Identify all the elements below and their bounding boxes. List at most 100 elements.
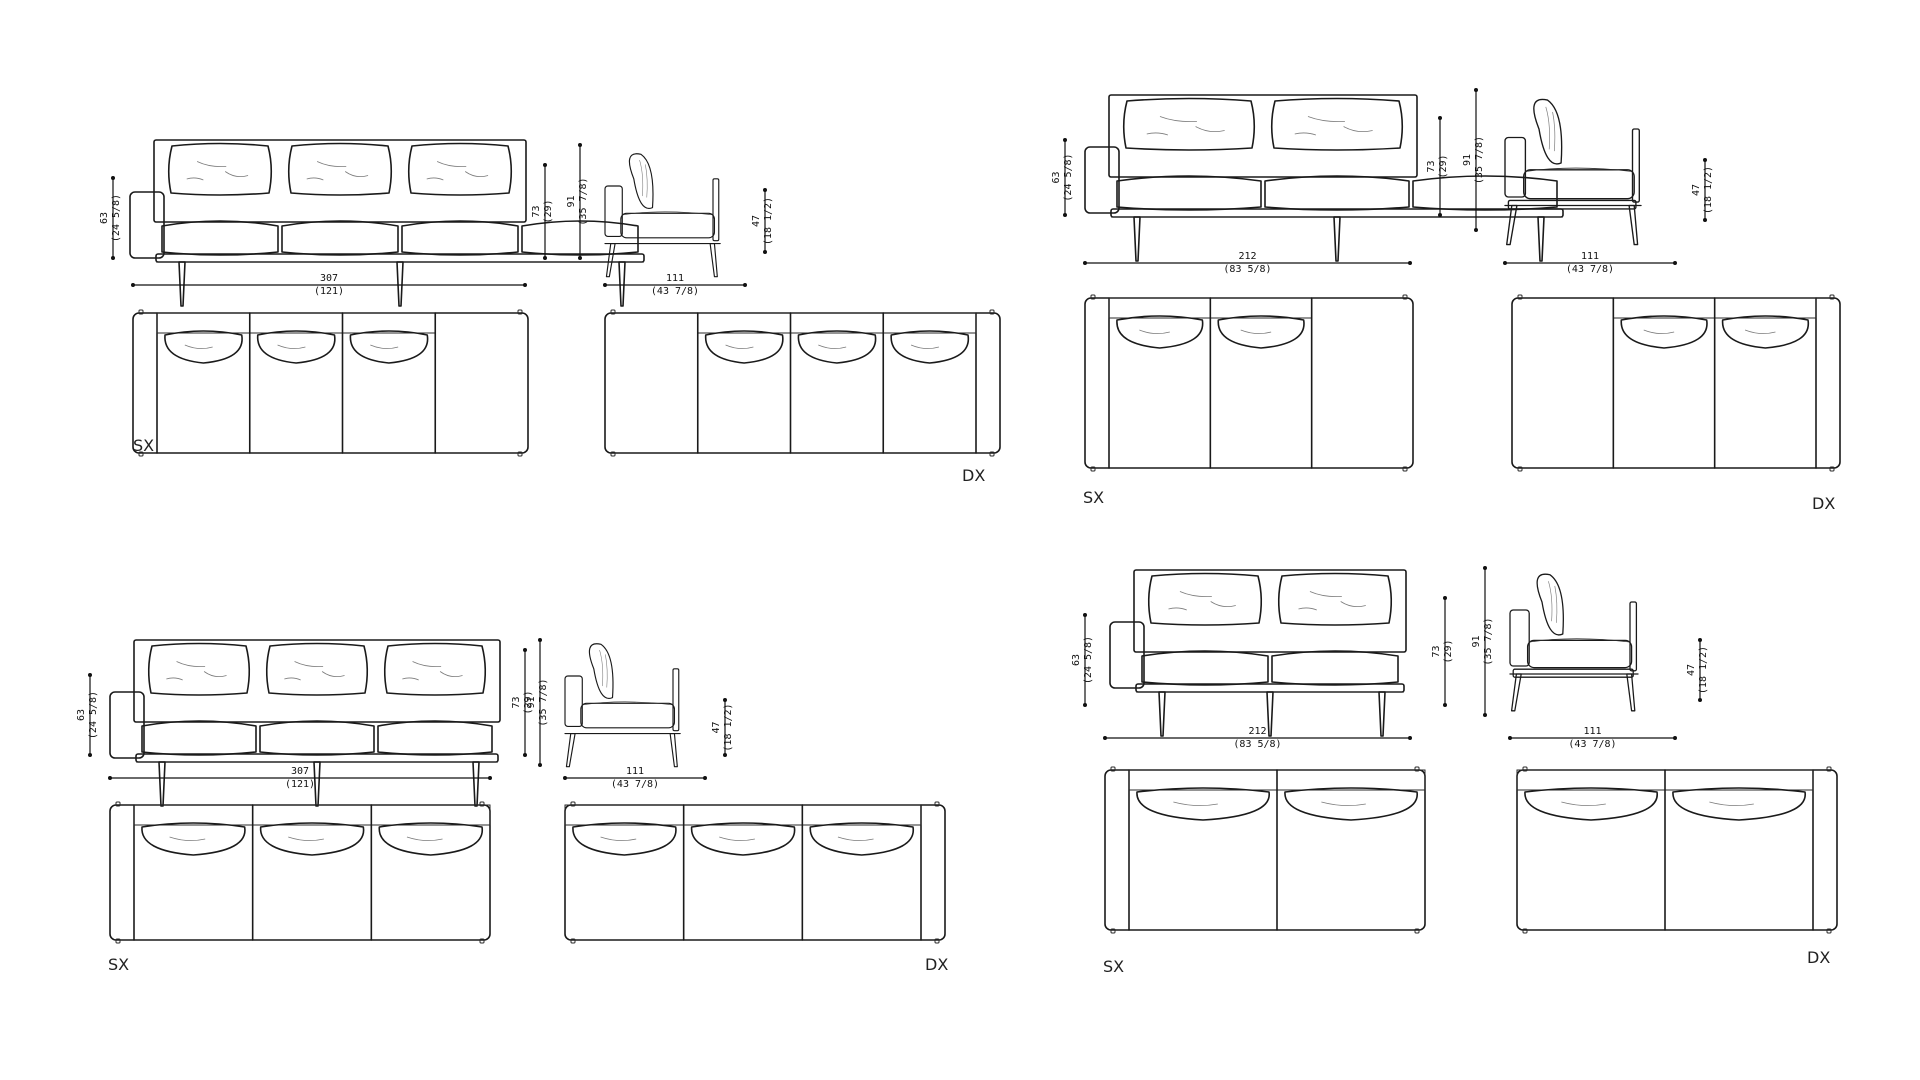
plan-back-cushion xyxy=(164,330,243,364)
plan-view-sx xyxy=(132,309,529,457)
plan-foot xyxy=(570,938,576,944)
dim-value-in: (35 7/8) xyxy=(538,678,549,726)
side-elevation xyxy=(604,153,721,278)
drawing-group-4: 63(24 5/8)73(29)91(35 7/8)47(18 1/2)212(… xyxy=(1071,566,1838,976)
dim-tick xyxy=(763,250,767,254)
sofa-leg xyxy=(618,261,626,307)
plan-back-cushion xyxy=(1721,315,1810,349)
side-elevation xyxy=(1509,573,1639,712)
dim-tick xyxy=(131,283,135,287)
dim-tick xyxy=(578,256,582,260)
side-leg xyxy=(709,243,718,278)
plan-foot xyxy=(115,938,121,944)
plan-outline xyxy=(1104,769,1426,931)
back-cushion xyxy=(407,142,513,196)
plan-foot xyxy=(115,801,121,807)
plan-foot xyxy=(1826,766,1832,772)
plan-back xyxy=(133,804,491,826)
seat-cushion xyxy=(281,220,399,256)
plan-back-cushion xyxy=(349,330,429,364)
dim-tick xyxy=(1703,218,1707,222)
sofa-leg xyxy=(1537,216,1545,262)
plan-outline xyxy=(1511,297,1841,469)
plan-back-cushion xyxy=(704,330,784,364)
side-leg xyxy=(1506,204,1518,246)
plan-foot xyxy=(1829,466,1835,472)
dim-tick xyxy=(1483,713,1487,717)
back-cushion xyxy=(287,142,393,196)
front-elevation xyxy=(1084,94,1564,262)
plan-back-cushion xyxy=(1672,787,1806,821)
dim-value-cm: 212 xyxy=(1238,251,1256,262)
dim-value-cm: 91 xyxy=(1471,635,1482,647)
dim-tick xyxy=(88,753,92,757)
side-elevation xyxy=(1504,98,1642,246)
dim-value-in: (35 7/8) xyxy=(578,177,589,225)
plan-back-cushion xyxy=(256,330,336,364)
dim-value-in: (18 1/2) xyxy=(1698,646,1709,694)
plan-back-cushion xyxy=(259,822,365,856)
plan-foot xyxy=(1402,466,1408,472)
drawing-group-2: 63(24 5/8)73(29)91(35 7/8)47(18 1/2)212(… xyxy=(1051,88,1841,513)
plan-view-dx xyxy=(1516,766,1838,934)
side-back-frame xyxy=(712,178,720,242)
side-seat xyxy=(620,212,716,239)
side-armrest xyxy=(1504,136,1527,198)
dim-tick xyxy=(488,776,492,780)
back-cushion xyxy=(167,142,273,196)
dim-value-in: (121) xyxy=(285,779,315,790)
dim-tick xyxy=(523,283,527,287)
dim-tick xyxy=(1703,158,1707,162)
plan-back-cushion xyxy=(378,822,483,856)
back-cushion xyxy=(1122,97,1256,151)
dim-value-cm: 63 xyxy=(99,212,110,224)
plan-foot xyxy=(479,801,485,807)
plan-foot xyxy=(1517,294,1523,300)
dim-value-in: (83 5/8) xyxy=(1223,264,1271,275)
dim-tick xyxy=(1698,698,1702,702)
label-dx: DX xyxy=(1807,948,1830,967)
plan-back xyxy=(156,312,436,334)
dim-value-cm: 73 xyxy=(1426,160,1437,172)
side-leg xyxy=(1628,204,1639,246)
plan-foot xyxy=(1517,466,1523,472)
dim-tick xyxy=(1474,88,1478,92)
dim-value-in: (18 1/2) xyxy=(723,703,734,751)
side-back-frame xyxy=(672,668,680,732)
plan-foot xyxy=(1110,928,1116,934)
dim-value-cm: 47 xyxy=(1691,184,1702,196)
dim-value-cm: 63 xyxy=(1051,171,1062,183)
dim-tick xyxy=(1503,261,1507,265)
plan-foot xyxy=(1826,928,1832,934)
plan-foot xyxy=(1522,928,1528,934)
dim-value-cm: 47 xyxy=(711,721,722,733)
plan-back xyxy=(697,312,977,334)
plan-outline xyxy=(1084,297,1414,469)
seat-cushion xyxy=(1141,650,1269,686)
plan-back-cushion xyxy=(1284,787,1418,821)
dim-tick xyxy=(1483,566,1487,570)
dim-value-cm: 111 xyxy=(1581,251,1599,262)
dim-tick xyxy=(543,163,547,167)
dim-tick xyxy=(1063,213,1067,217)
dim-value-in: (35 7/8) xyxy=(1474,136,1485,184)
dim-value-cm: 91 xyxy=(566,195,577,207)
dim-tick xyxy=(1438,116,1442,120)
dim-value-cm: 111 xyxy=(666,273,684,284)
dim-tick xyxy=(108,776,112,780)
sofa-leg xyxy=(1333,216,1341,262)
side-leg xyxy=(1626,673,1636,712)
label-sx: SX xyxy=(1103,957,1124,976)
dim-value-in: (83 5/8) xyxy=(1233,739,1281,750)
dim-tick xyxy=(1083,261,1087,265)
sofa-leg xyxy=(178,261,186,307)
armrest xyxy=(1084,146,1120,214)
back-frame xyxy=(153,139,527,223)
plan-foot xyxy=(989,309,995,315)
plan-back-cushion xyxy=(1217,315,1305,349)
plan-foot xyxy=(517,309,523,315)
plan-foot xyxy=(479,938,485,944)
side-leg xyxy=(669,733,678,768)
dim-tick xyxy=(1443,703,1447,707)
base-frame xyxy=(1135,683,1405,693)
